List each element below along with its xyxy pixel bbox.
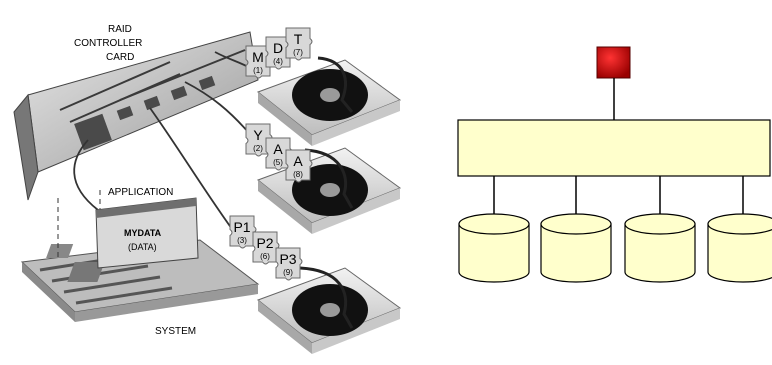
disk-top	[624, 213, 696, 235]
disk-1	[458, 176, 530, 283]
disk-array	[458, 176, 772, 283]
disk-3	[624, 176, 696, 283]
disk-top	[458, 213, 530, 235]
data-block-3-1: P1(3)	[229, 215, 257, 249]
right-figure	[457, 46, 772, 283]
hard-drive-3	[256, 266, 402, 354]
block-order: (1)	[253, 66, 263, 75]
block-order: (9)	[283, 268, 293, 277]
card-label-line1: RAID	[108, 24, 132, 35]
disk-4	[707, 176, 772, 283]
card-label-line3: CARD	[106, 52, 134, 63]
block-letter: A	[273, 141, 283, 157]
raid-card: RAID CONTROLLER CARD	[13, 24, 259, 201]
host-node	[596, 46, 631, 79]
disk-2	[540, 176, 612, 283]
app-window-subtitle: (DATA)	[128, 242, 157, 252]
block-letter: P3	[279, 251, 296, 267]
block-letter: A	[293, 153, 303, 169]
block-letter: M	[252, 49, 264, 65]
disk-body	[458, 223, 530, 283]
data-block-1-2: D(4)	[265, 36, 293, 70]
disk-top	[540, 213, 612, 235]
block-order: (4)	[273, 57, 283, 66]
cable-app	[73, 139, 99, 211]
block-letter: T	[294, 31, 303, 47]
block-order: (6)	[260, 252, 270, 261]
data-block-3-2: P2(6)	[252, 231, 280, 265]
block-order: (2)	[253, 144, 263, 153]
data-block-2-3: A(8)	[285, 149, 313, 183]
block-order: (3)	[237, 236, 247, 245]
block-order: (7)	[293, 48, 303, 57]
application-label: APPLICATION	[108, 187, 173, 198]
data-block-1-3: T(7)	[285, 27, 313, 61]
block-letter: P2	[256, 235, 273, 251]
card-label-line2: CONTROLLER	[74, 38, 142, 49]
block-order: (5)	[273, 158, 283, 167]
block-order: (8)	[293, 170, 303, 179]
block-letter: Y	[253, 127, 263, 143]
disk-body	[624, 223, 696, 283]
block-letter: D	[273, 40, 283, 56]
hard-drive-1	[256, 56, 402, 146]
hard-drive-2	[256, 147, 402, 234]
system-label: SYSTEM	[155, 326, 196, 337]
disk-body	[540, 223, 612, 283]
app-window-title: MYDATA	[124, 228, 162, 238]
left-figure: RAID CONTROLLER CARD APPLICATION MYDATA …	[13, 24, 402, 354]
controller-box	[457, 119, 771, 177]
block-letter: P1	[233, 219, 250, 235]
disk-body	[707, 223, 772, 283]
data-block-3-3: P3(9)	[275, 247, 303, 281]
data-blocks: M(1)D(4)T(7)Y(2)A(5)A(8)P1(3)P2(6)P3(9)	[229, 27, 313, 281]
disk-top	[707, 213, 772, 235]
application-window: APPLICATION MYDATA (DATA)	[95, 187, 199, 269]
